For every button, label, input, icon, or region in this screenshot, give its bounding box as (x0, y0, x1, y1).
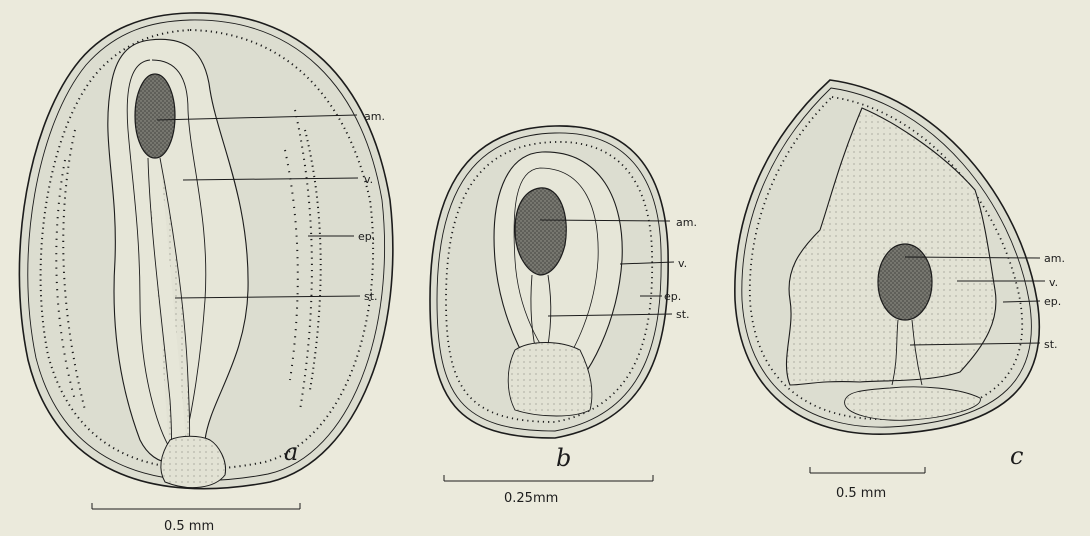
panel-c-label-ep: ep. (1044, 295, 1061, 308)
panel-b-label-v: v. (678, 257, 687, 270)
panel-c-scale-label: 0.5 mm (836, 486, 886, 501)
panel-b: am. v. ep. st. b 0.25mm (430, 126, 697, 506)
panel-b-label-ep: ep. (664, 290, 681, 303)
panel-a-label-st: st. (364, 290, 378, 303)
panel-a-ampulla (135, 74, 175, 158)
panel-b-label-st: st. (676, 308, 690, 321)
panel-a-scale-label: 0.5 mm (164, 519, 214, 534)
panel-a-label-ep: ep. (358, 230, 375, 243)
panel-c-label-v: v. (1049, 276, 1058, 289)
panel-c: am. v. ep. st. c 0.5 mm (735, 80, 1065, 501)
panel-c-scale-bar (810, 467, 925, 473)
panel-c-label-st: st. (1044, 338, 1058, 351)
panel-a-scale-bar (92, 503, 300, 509)
panel-b-scale-label: 0.25mm (504, 491, 558, 506)
panel-a-letter: a (284, 438, 298, 466)
panel-a: am. v. ep. st. a 0.5 mm (19, 13, 392, 534)
panel-b-letter: b (556, 444, 571, 472)
panel-b-scale-bar (444, 475, 653, 481)
panel-c-ampulla (878, 244, 932, 320)
panel-c-label-am: am. (1044, 252, 1065, 265)
panel-b-label-am: am. (676, 216, 697, 229)
panel-b-base (508, 343, 592, 417)
panel-a-label-v: v. (364, 173, 373, 186)
panel-a-label-am: am. (364, 110, 385, 123)
panel-c-letter: c (1010, 442, 1023, 470)
